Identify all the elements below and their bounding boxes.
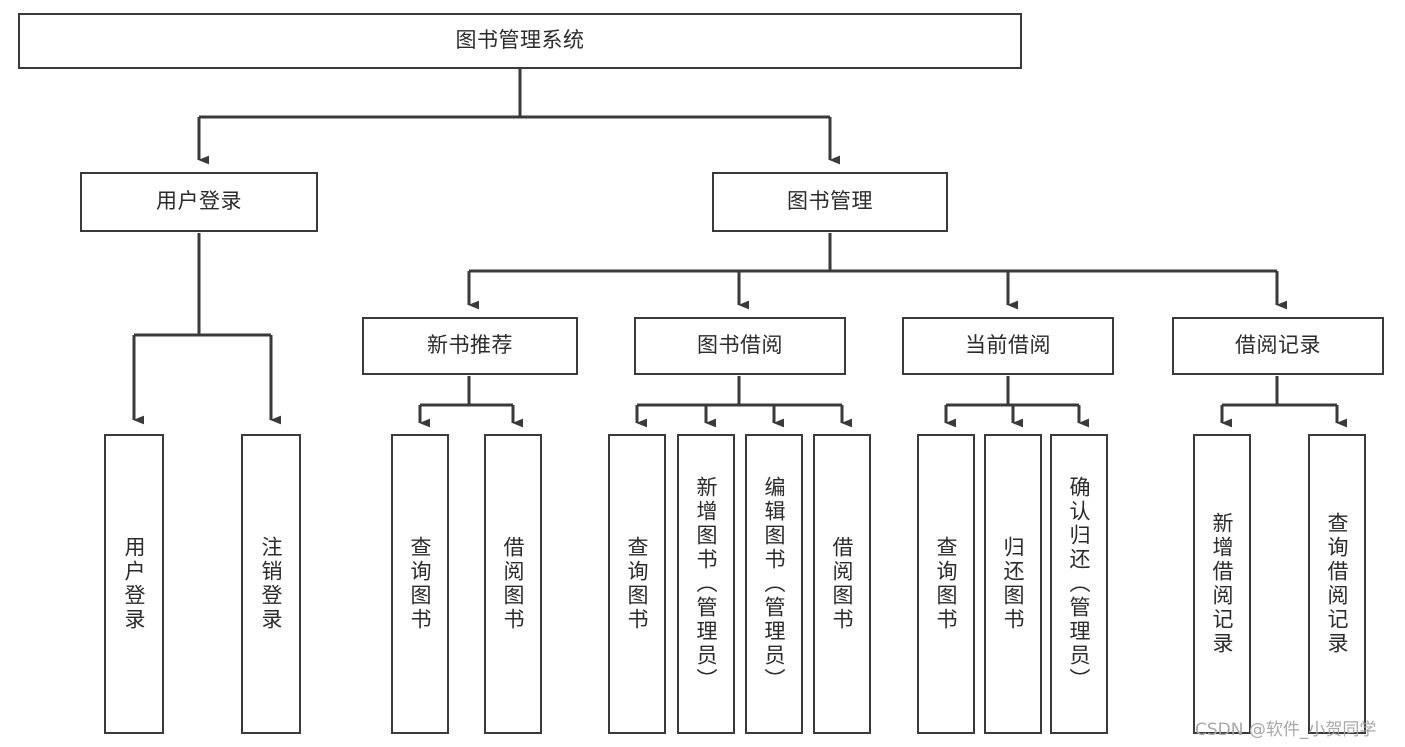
node-label: 用户登录	[156, 189, 242, 214]
leaf-add-book[interactable]: 新增图书（管理员）	[677, 434, 735, 734]
node-label: 用户登录	[122, 536, 147, 632]
node-label: 归还图书	[1001, 536, 1026, 632]
node-current-borrow[interactable]: 当前借阅	[902, 317, 1114, 375]
leaf-return-book[interactable]: 归还图书	[984, 434, 1042, 734]
leaf-query-book-recommend[interactable]: 查询图书	[391, 434, 449, 734]
node-root-system[interactable]: 图书管理系统	[18, 13, 1022, 69]
leaf-user-login[interactable]: 用户登录	[104, 434, 164, 734]
leaf-borrow-book[interactable]: 借阅图书	[813, 434, 871, 734]
leaf-add-borrow-record[interactable]: 新增借阅记录	[1193, 434, 1251, 734]
node-label: 借阅记录	[1235, 333, 1321, 358]
node-label: 编辑图书（管理员）	[762, 476, 787, 692]
node-label: 查询借阅记录	[1325, 512, 1350, 656]
leaf-borrow-book-recommend[interactable]: 借阅图书	[484, 434, 542, 734]
node-label: 图书管理	[787, 189, 873, 214]
node-new-book-recommend[interactable]: 新书推荐	[362, 317, 578, 375]
node-label: 借阅图书	[830, 536, 855, 632]
node-label: 确认归还（管理员）	[1067, 476, 1092, 692]
node-label: 注销登录	[259, 536, 284, 632]
leaf-query-book-current[interactable]: 查询图书	[917, 434, 975, 734]
node-label: 新增借阅记录	[1210, 512, 1235, 656]
leaf-logout[interactable]: 注销登录	[241, 434, 301, 734]
leaf-query-book-borrow[interactable]: 查询图书	[608, 434, 666, 734]
node-label: 查询图书	[625, 536, 650, 632]
node-label: 查询图书	[934, 536, 959, 632]
node-label: 当前借阅	[965, 333, 1051, 358]
node-label: 图书管理系统	[455, 28, 585, 53]
node-borrow-record[interactable]: 借阅记录	[1172, 317, 1384, 375]
node-label: 新增图书（管理员）	[694, 476, 719, 692]
node-book-borrow[interactable]: 图书借阅	[634, 317, 846, 375]
leaf-edit-book[interactable]: 编辑图书（管理员）	[745, 434, 803, 734]
leaf-confirm-return[interactable]: 确认归还（管理员）	[1050, 434, 1108, 734]
node-user-login[interactable]: 用户登录	[80, 172, 318, 232]
node-label: 查询图书	[408, 536, 433, 632]
node-book-manage[interactable]: 图书管理	[712, 172, 948, 232]
leaf-query-borrow-record[interactable]: 查询借阅记录	[1308, 434, 1366, 734]
node-label: 借阅图书	[501, 536, 526, 632]
node-label: 图书借阅	[697, 333, 783, 358]
node-label: 新书推荐	[427, 333, 513, 358]
